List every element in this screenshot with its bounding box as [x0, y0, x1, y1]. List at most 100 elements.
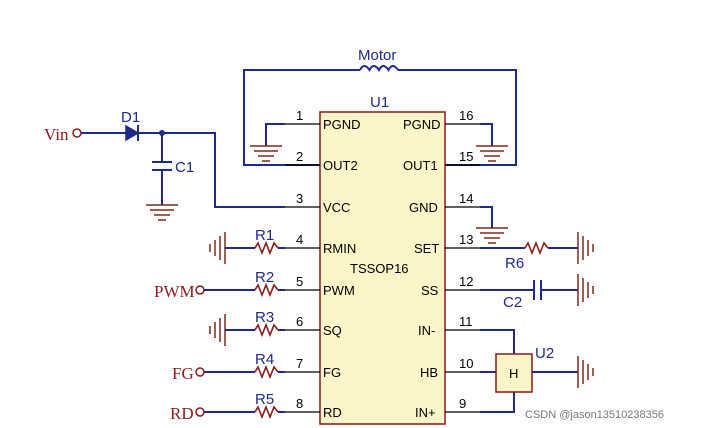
pin-number: 12 — [459, 274, 473, 289]
r1-label: R1 — [255, 227, 274, 244]
ic-u1: U1 TSSOP16 1 PGND 2 OUT2 3 VCC 4 RMIN 5 … — [285, 94, 480, 425]
u2-ground-icon — [577, 356, 594, 388]
left-pin-7: 7 FG — [285, 356, 341, 380]
u2-body — [495, 353, 533, 393]
ic-package-label: TSSOP16 — [350, 261, 409, 276]
capacitor-c1-icon — [152, 133, 172, 205]
left-pin-3: 3 VCC — [285, 191, 350, 215]
ic-ref-label: U1 — [370, 94, 389, 111]
pin-name: IN- — [418, 323, 435, 338]
motor-loop: Motor — [243, 47, 517, 166]
pin-number: 15 — [459, 149, 473, 164]
pgnd-left-ground-icon — [250, 123, 285, 162]
capacitor-c2-icon — [533, 280, 542, 300]
pin-name: SQ — [323, 323, 342, 338]
left-pin-5: 5 PWM — [285, 274, 355, 298]
pin-name: OUT1 — [403, 158, 438, 173]
pin-name: PGND — [403, 117, 441, 132]
right-pin-9: 9 IN+ — [415, 396, 480, 420]
r6-label: R6 — [505, 255, 524, 272]
right-pin-11: 11 IN- — [418, 314, 480, 338]
right-pin-16: 16 PGND — [403, 108, 480, 132]
motor-coil-icon — [359, 65, 399, 72]
r6-ground-icon — [577, 232, 594, 264]
pin-number: 16 — [459, 108, 473, 123]
pin-number: 14 — [459, 191, 473, 206]
left-pin-2: 2 OUT2 — [285, 149, 358, 173]
r3-ground-icon — [209, 314, 226, 346]
fg-terminal-icon — [195, 367, 205, 377]
pin-number: 9 — [459, 396, 466, 411]
right-pin-15: 15 OUT1 — [403, 149, 480, 173]
pin-name: PWM — [323, 283, 355, 298]
pin-name: SS — [421, 283, 439, 298]
resistor-r1-icon — [254, 240, 279, 256]
pin-name: HB — [420, 365, 438, 380]
pwm-terminal-icon — [195, 285, 205, 295]
pin-name: SET — [414, 241, 439, 256]
pin-name: RD — [323, 405, 342, 420]
u2-body-label: H — [509, 366, 518, 381]
c2-branch: C2 — [480, 274, 594, 311]
right-pin-14: 14 GND — [409, 191, 480, 215]
pin-number: 7 — [296, 356, 303, 371]
r2-label: R2 — [255, 269, 274, 286]
pin-name: FG — [323, 365, 341, 380]
left-pin-1: 1 PGND — [285, 108, 361, 132]
c1-label: C1 — [175, 159, 194, 176]
rd-terminal-icon — [195, 407, 205, 417]
vin-terminal-icon — [72, 128, 82, 138]
right-pin-13: 13 SET — [414, 232, 480, 256]
pin-number: 8 — [296, 396, 303, 411]
r3-branch: R3 — [209, 309, 285, 346]
pin-number: 11 — [459, 314, 473, 329]
diode-d1-icon — [125, 124, 140, 142]
resistor-r5-icon — [254, 404, 279, 420]
r5-branch: RD R5 — [170, 391, 285, 423]
r1-branch: R1 — [209, 227, 285, 264]
vin-section: Vin D1 C1 — [44, 109, 285, 221]
pin-name: PGND — [323, 117, 361, 132]
left-pin-6: 6 SQ — [285, 314, 342, 338]
pin-name: VCC — [323, 200, 350, 215]
pin-number: 13 — [459, 232, 473, 247]
left-pin-8: 8 RD — [285, 396, 342, 420]
pin-name: GND — [409, 200, 438, 215]
pin-number: 2 — [296, 149, 303, 164]
pin-number: 4 — [296, 232, 303, 247]
pin-number: 3 — [296, 191, 303, 206]
r1-ground-icon — [209, 232, 226, 264]
watermark: CSDN @jason13510238356 — [525, 409, 664, 421]
pin-name: OUT2 — [323, 158, 358, 173]
motor-label: Motor — [358, 47, 396, 64]
gnd-pin14-ground-icon — [476, 206, 508, 244]
c2-label: C2 — [503, 294, 522, 311]
c1-ground-icon — [146, 204, 178, 221]
r2-branch: PWM R2 — [154, 269, 285, 301]
pin-number: 5 — [296, 274, 303, 289]
c2-ground-icon — [577, 274, 594, 306]
u2-label: U2 — [535, 345, 554, 362]
net-label-pwm: PWM — [154, 282, 195, 301]
resistor-r3-icon — [254, 322, 279, 338]
left-pin-4: 4 RMIN — [285, 232, 356, 256]
pin-number: 6 — [296, 314, 303, 329]
r4-branch: FG R4 — [172, 351, 285, 383]
resistor-r2-icon — [254, 282, 279, 298]
right-pin-10: 10 HB — [420, 356, 480, 380]
resistor-r6-icon — [524, 240, 549, 256]
r3-label: R3 — [255, 309, 274, 326]
right-pin-12: 12 SS — [421, 274, 480, 298]
pin-name: RMIN — [323, 241, 356, 256]
resistor-r4-icon — [254, 364, 279, 380]
pin-number: 1 — [296, 108, 303, 123]
ic-body — [319, 111, 446, 425]
pin-name: IN+ — [415, 405, 436, 420]
pin-number: 10 — [459, 356, 473, 371]
pgnd-right-ground-icon — [476, 123, 508, 162]
r6-branch: R6 — [480, 232, 594, 272]
r5-label: R5 — [255, 391, 274, 408]
net-label-vin: Vin — [44, 125, 69, 144]
net-label-fg: FG — [172, 364, 194, 383]
